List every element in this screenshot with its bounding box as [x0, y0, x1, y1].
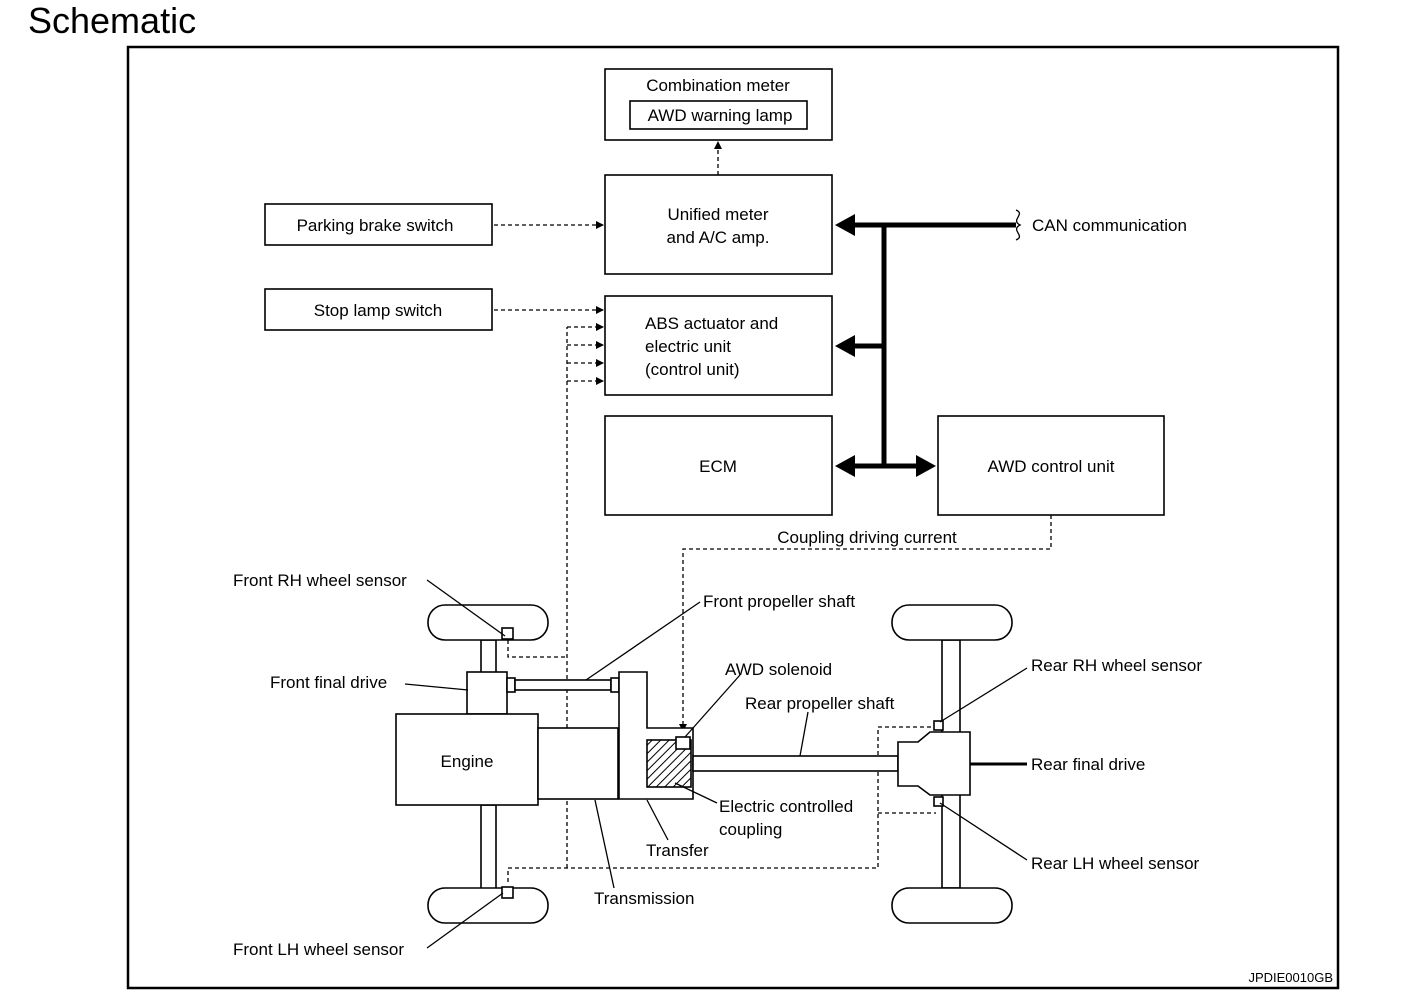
front-axle: [427, 604, 549, 924]
rear-propeller-shaft-label: Rear propeller shaft: [745, 694, 895, 713]
engine-label: Engine: [441, 752, 494, 771]
abs-label-3: (control unit): [645, 360, 739, 379]
transmission-label: Transmission: [594, 889, 694, 908]
wheel-sensor-signals: [507, 323, 936, 882]
ecm-box: ECM: [604, 415, 833, 516]
rear-lh-sensor: [933, 796, 944, 807]
can-communication-label: CAN communication: [1032, 216, 1187, 235]
front-lh-wheel-sensor-label: Front LH wheel sensor: [233, 940, 404, 959]
awd-solenoid-label: AWD solenoid: [725, 660, 832, 679]
front-final-drive: [466, 671, 508, 715]
coupling-driving-current-line: [679, 515, 1052, 732]
transmission: [537, 727, 619, 800]
unified-meter-box: Unified meter and A/C amp.: [604, 174, 833, 275]
stop-lamp-switch-box: Stop lamp switch: [264, 288, 493, 331]
diagram-frame: [126, 45, 1340, 990]
transfer-label: Transfer: [646, 841, 709, 860]
rear-propeller-shaft: [692, 755, 899, 772]
rear-rh-wheel-sensor-label: Rear RH wheel sensor: [1031, 656, 1202, 675]
page-title: Schematic: [28, 0, 197, 41]
front-propeller-shaft-label: Front propeller shaft: [703, 592, 855, 611]
electric-coupling-label-2: coupling: [719, 820, 782, 839]
awd-warning-lamp-label: AWD warning lamp: [648, 106, 793, 125]
parking-brake-switch-label: Parking brake switch: [297, 216, 454, 235]
rear-final-drive-label: Rear final drive: [1031, 755, 1145, 774]
combination-meter-box: Combination meter AWD warning lamp: [604, 68, 833, 141]
stop-lamp-switch-label: Stop lamp switch: [314, 301, 443, 320]
front-rh-wheel-sensor-label: Front RH wheel sensor: [233, 571, 407, 590]
electric-coupling-label-1: Electric controlled: [719, 797, 853, 816]
can-bus: [835, 209, 1022, 477]
figure-code: JPDIE0010GB: [1248, 970, 1333, 985]
rear-final-drive: [897, 731, 971, 796]
rear-lh-wheel-sensor-label: Rear LH wheel sensor: [1031, 854, 1200, 873]
awd-control-unit-box: AWD control unit: [937, 415, 1165, 516]
awd-solenoid: [675, 736, 691, 750]
abs-label-1: ABS actuator and: [645, 314, 778, 333]
rear-rh-sensor: [933, 720, 944, 731]
awd-control-unit-label: AWD control unit: [988, 457, 1115, 476]
front-final-drive-flange: [506, 677, 516, 693]
ecm-label: ECM: [699, 457, 737, 476]
front-propeller-shaft: [514, 679, 612, 691]
coupling-driving-current-label: Coupling driving current: [777, 528, 957, 547]
abs-actuator-box: ABS actuator and electric unit (control …: [604, 295, 833, 396]
abs-label-2: electric unit: [645, 337, 731, 356]
combination-meter-label: Combination meter: [646, 76, 790, 95]
unified-meter-label-2: and A/C amp.: [666, 228, 769, 247]
front-prop-flange: [610, 677, 620, 693]
unified-meter-label-1: Unified meter: [667, 205, 768, 224]
leader-lines: [404, 579, 1028, 949]
parking-brake-switch-box: Parking brake switch: [264, 203, 493, 246]
engine: [395, 713, 539, 806]
rear-axle: [891, 604, 1013, 924]
front-final-drive-label: Front final drive: [270, 673, 387, 692]
